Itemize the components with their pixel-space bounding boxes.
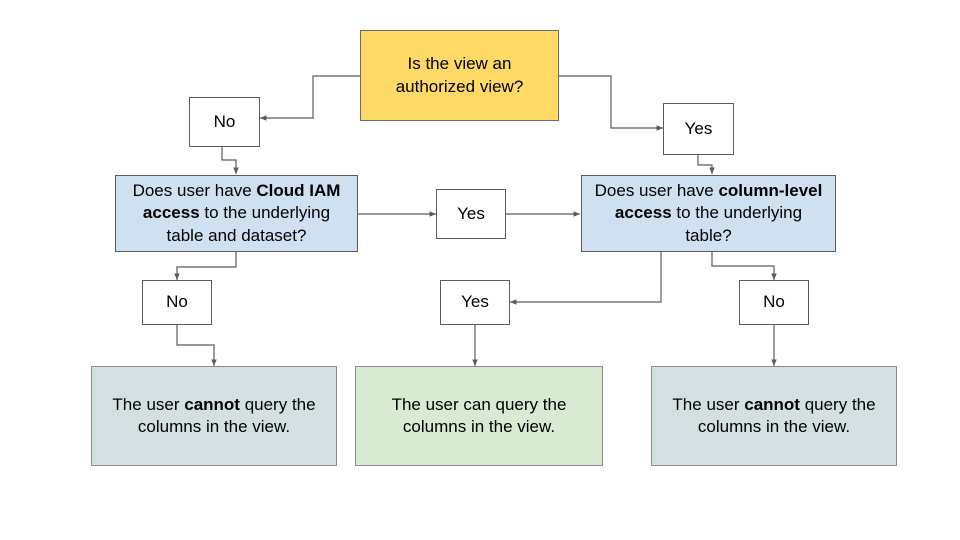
answer-node-yes-top[interactable]: Yes: [663, 103, 734, 155]
answer-node-no-left[interactable]: No: [142, 280, 212, 325]
answer-no-left-label: No: [166, 292, 188, 312]
edge-start-to-yes-top: [558, 75, 663, 131]
edge-decision-column-to-no-right: [711, 252, 777, 280]
result-node-can-query-center[interactable]: The user can query the columns in the vi…: [355, 366, 603, 466]
answer-node-no-top[interactable]: No: [189, 97, 260, 147]
decision-node-column-level[interactable]: Does user have column-level access to th…: [581, 175, 836, 252]
decision-column-level-label: Does user have column-level access to th…: [594, 180, 823, 245]
answer-yes-middle-label: Yes: [457, 203, 485, 223]
answer-node-yes-center[interactable]: Yes: [440, 280, 510, 325]
result-center-label: The user can query the columns in the vi…: [391, 394, 567, 436]
answer-yes-top-label: Yes: [684, 118, 713, 138]
edge-start-to-no-top: [260, 75, 360, 121]
answer-node-no-right[interactable]: No: [739, 280, 809, 325]
result-right-label: The user cannot query the columns in the…: [672, 394, 876, 436]
edge-decision-column-to-yes-center: [510, 252, 662, 305]
edge-no-top-to-decision-iam: [221, 147, 239, 174]
decision-cloud-iam-label: Does user have Cloud IAM access to the u…: [132, 180, 341, 245]
answer-no-top-label: No: [213, 111, 236, 131]
decision-node-cloud-iam[interactable]: Does user have Cloud IAM access to the u…: [115, 175, 358, 252]
edge-yes-top-to-decision-column: [697, 155, 715, 174]
edge-no-left-to-result-left: [176, 325, 217, 366]
result-left-label: The user cannot query the columns in the…: [112, 394, 316, 436]
answer-yes-center-label: Yes: [461, 292, 489, 312]
answer-no-right-label: No: [763, 292, 785, 312]
result-node-cannot-query-right[interactable]: The user cannot query the columns in the…: [651, 366, 897, 466]
answer-node-yes-middle[interactable]: Yes: [436, 189, 506, 239]
edge-decision-iam-to-no-left: [174, 252, 237, 280]
result-node-cannot-query-left[interactable]: The user cannot query the columns in the…: [91, 366, 337, 466]
